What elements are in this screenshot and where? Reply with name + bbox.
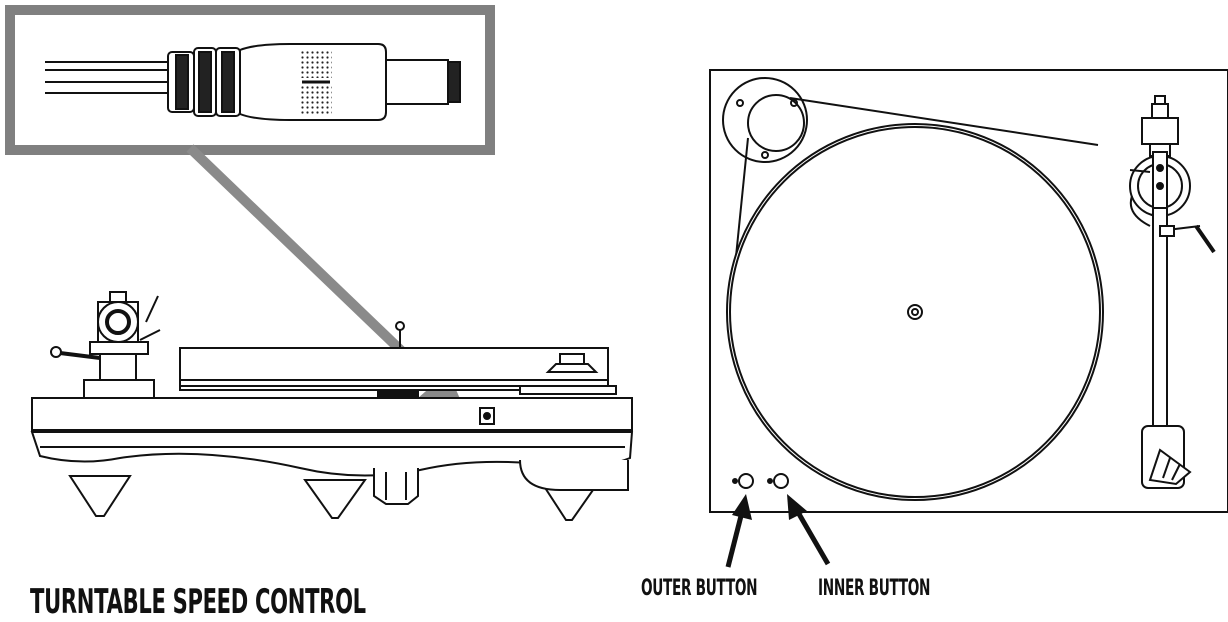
callout-frame (5, 5, 495, 155)
spindle (907, 304, 923, 320)
turntable-top-view (709, 69, 1228, 513)
record-clamp (545, 363, 599, 373)
outer-speed-button[interactable] (738, 473, 754, 489)
turntable-side-view (30, 291, 634, 521)
platter-side (179, 347, 609, 391)
outer-button-pointer-icon (725, 494, 752, 568)
section-title: TURNTABLE SPEED CONTROL (30, 582, 366, 622)
inner-speed-button[interactable] (773, 473, 789, 489)
outer-button-label: OUTER BUTTON (641, 576, 758, 601)
connector-callout (5, 5, 495, 155)
inner-button-label: INNER BUTTON (818, 576, 931, 601)
platter-top (726, 123, 1104, 501)
inner-button-pointer-icon (787, 494, 831, 566)
power-connector-icon (45, 43, 461, 121)
foot-left (68, 475, 132, 517)
tonearm-bearing (97, 301, 139, 343)
foot-middle (303, 479, 367, 519)
motor-housing (373, 468, 419, 505)
turntable-diagram (5, 5, 1228, 568)
plinth (31, 397, 633, 431)
tonearm (1129, 95, 1216, 489)
